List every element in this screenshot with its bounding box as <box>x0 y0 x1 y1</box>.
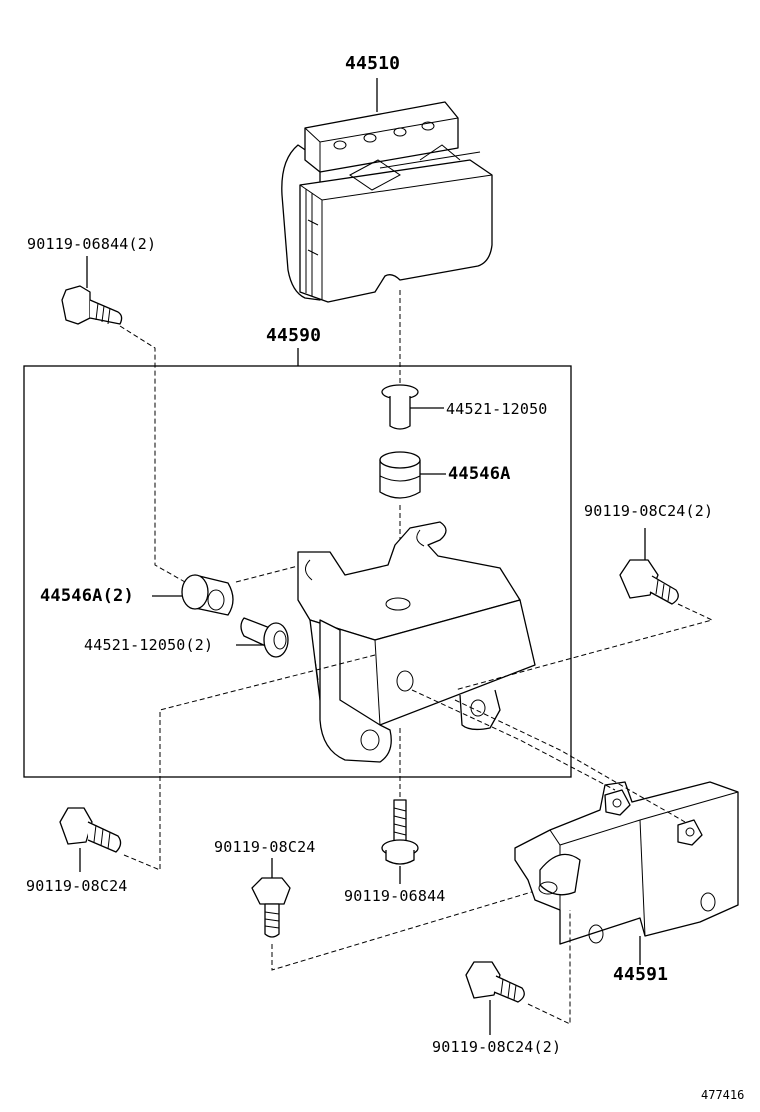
abs-actuator-part <box>281 101 493 303</box>
label-90119-06844-2[interactable]: 90119-06844(2) <box>27 235 157 253</box>
label-90119-06844[interactable]: 90119-06844 <box>344 887 446 905</box>
bracket-assy-part <box>297 521 536 763</box>
bolt-mid-bottom-part <box>251 877 291 938</box>
bolt-top-left-part <box>61 285 123 325</box>
label-44546a-2[interactable]: 44546A(2) <box>40 586 134 606</box>
cushion-top-part <box>379 451 421 499</box>
label-44546a-top[interactable]: 44546A <box>448 464 511 484</box>
bracket-part <box>514 781 739 945</box>
label-90119-08c24-2-bottom[interactable]: 90119-08C24(2) <box>432 1038 562 1056</box>
cushion-left-part <box>181 574 234 616</box>
label-90119-08c24-mid[interactable]: 90119-08C24 <box>214 838 316 856</box>
label-44590[interactable]: 44590 <box>266 325 322 346</box>
label-44521-12050-2[interactable]: 44521-12050(2) <box>84 636 214 654</box>
cushion-bolt-top-part <box>381 384 419 430</box>
label-44591[interactable]: 44591 <box>613 964 669 985</box>
label-44510[interactable]: 44510 <box>345 53 401 74</box>
diagram-code: 477416 <box>701 1088 745 1102</box>
bolt-left-bottom-part <box>59 807 122 853</box>
bolt-right-part <box>619 559 679 605</box>
label-90119-08c24-2-right[interactable]: 90119-08C24(2) <box>584 502 714 520</box>
bolt-bottom-part <box>465 961 525 1003</box>
cushion-bolt-left-part <box>240 617 289 658</box>
label-44521-12050-top[interactable]: 44521-12050 <box>446 400 548 418</box>
label-90119-08c24-left[interactable]: 90119-08C24 <box>26 877 128 895</box>
bolt-vertical-part <box>381 799 419 865</box>
